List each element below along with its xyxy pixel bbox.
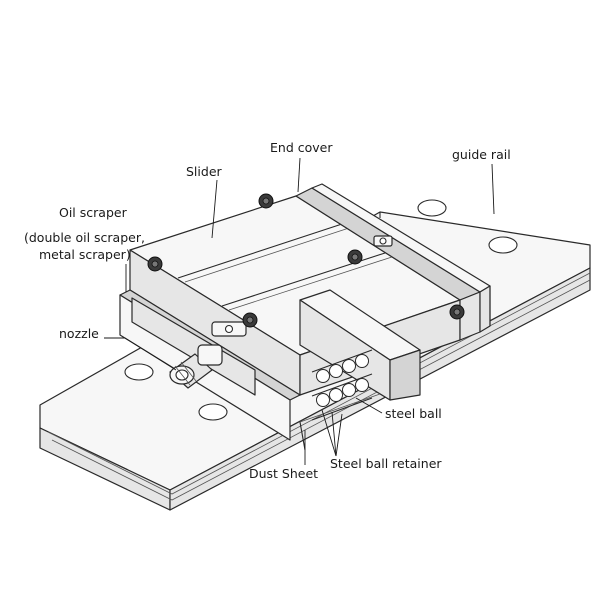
steel-ball [355, 378, 369, 392]
steel-ball [342, 359, 356, 373]
steel-ball [342, 383, 356, 397]
bolt [449, 304, 465, 320]
label-steel-ball-retainer: Steel ball retainer [330, 456, 442, 471]
leader-nozzle [104, 337, 177, 371]
leader-slider [211, 179, 218, 239]
nozzle-fitting [169, 344, 223, 389]
leader-steel-ball-retainer [321, 409, 337, 457]
steel-balls [316, 354, 369, 407]
bolt [242, 312, 258, 328]
labels: End cover guide rail Slider Oil scraper … [24, 140, 511, 481]
leader-steel-ball-retainer [335, 413, 343, 457]
bolt [258, 193, 274, 209]
leader-steel-ball-retainer [331, 411, 337, 457]
label-guide-rail: guide rail [452, 147, 511, 162]
leader-lines [104, 157, 495, 465]
bolt [347, 249, 363, 265]
dust-sheet [299, 393, 381, 451]
label-nozzle: nozzle [59, 326, 99, 341]
label-steel-ball: steel ball [385, 406, 442, 421]
leader-steel-ball [355, 397, 383, 414]
bolt [147, 256, 163, 272]
steel-ball [316, 369, 330, 383]
label-end-cover: End cover [270, 140, 333, 155]
rail-mount-hole [488, 236, 518, 254]
label-dust-sheet: Dust Sheet [249, 466, 318, 481]
slider-bolts [147, 193, 465, 328]
leader-guide-rail [491, 163, 495, 215]
leader-end-cover [297, 157, 301, 193]
steel-ball [355, 354, 369, 368]
label-slider: Slider [186, 164, 223, 179]
steel-ball [329, 364, 343, 378]
rail-mount-hole [124, 363, 154, 381]
label-oil-scraper: Oil scraper [59, 205, 128, 220]
rail-mount-hole [417, 199, 447, 217]
label-oil-scraper-detail-1: (double oil scraper, [24, 230, 145, 245]
label-oil-scraper-detail-2: metal scraper) [39, 247, 131, 262]
steel-ball [329, 388, 343, 402]
steel-ball [316, 393, 330, 407]
rail-mount-hole [198, 403, 228, 421]
